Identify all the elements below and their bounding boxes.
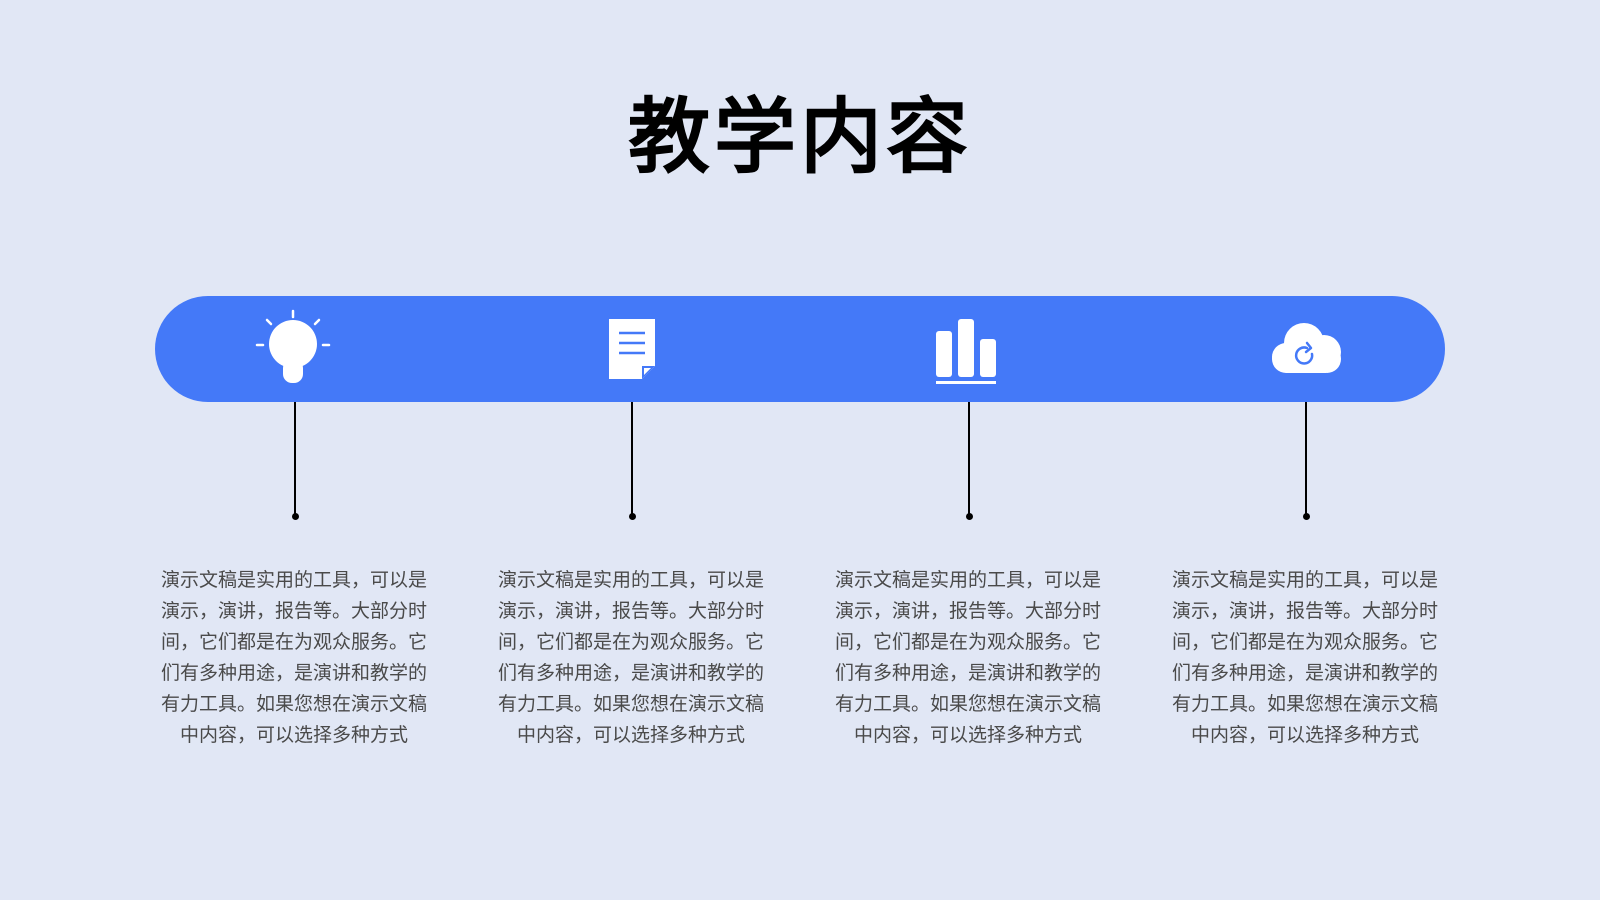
cloud-sync-icon: [1266, 309, 1346, 389]
bar-chart-icon: [929, 309, 1009, 389]
connector-line: [631, 402, 633, 516]
connector-dot: [292, 513, 299, 520]
connector-line: [294, 402, 296, 516]
connector-line: [1305, 402, 1307, 516]
connector-dot: [966, 513, 973, 520]
lightbulb-icon: [253, 309, 333, 389]
description-text: 演示文稿是实用的工具，可以是演示，演讲，报告等。大部分时间，它们都是在为观众服务…: [1171, 569, 1438, 746]
description-text: 演示文稿是实用的工具，可以是演示，演讲，报告等。大部分时间，它们都是在为观众服务…: [834, 569, 1101, 746]
connector-dot: [1303, 513, 1310, 520]
description-text: 演示文稿是实用的工具，可以是演示，演讲，报告等。大部分时间，它们都是在为观众服务…: [497, 569, 764, 746]
document-icon: [592, 309, 672, 389]
connector-dot: [629, 513, 636, 520]
description-text: 演示文稿是实用的工具，可以是演示，演讲，报告等。大部分时间，它们都是在为观众服务…: [160, 569, 427, 746]
page-title: 教学内容: [627, 90, 972, 185]
connector-line: [968, 402, 970, 516]
timeline-bar: [155, 296, 1445, 402]
